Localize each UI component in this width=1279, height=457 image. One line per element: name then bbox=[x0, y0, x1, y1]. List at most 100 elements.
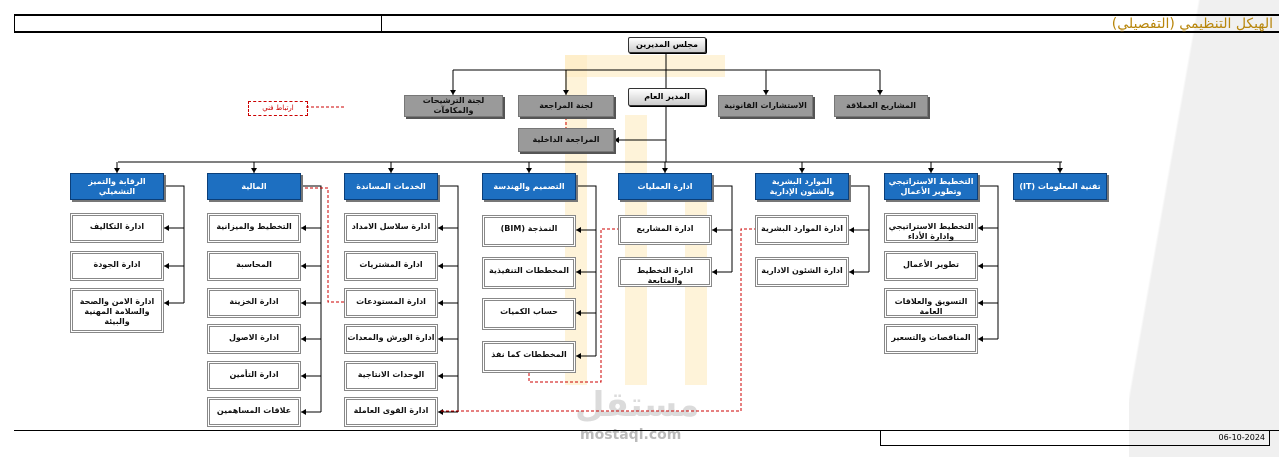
arrow-head bbox=[301, 225, 306, 231]
arrow-head bbox=[388, 168, 394, 173]
department-box[interactable]: التخطيط الاستراتيجي وتطوير الأعمال bbox=[884, 173, 978, 200]
department-box[interactable]: التصميم والهندسة bbox=[482, 173, 576, 200]
arrow-head bbox=[978, 225, 983, 231]
page-title: الهيكل التنظيمي (التفصيلي) bbox=[1111, 16, 1273, 32]
footer-line bbox=[14, 430, 1279, 431]
arrow-head bbox=[438, 336, 443, 342]
sub-department-box[interactable]: ادارة الورش والمعدات bbox=[344, 324, 438, 354]
sub-department-box[interactable]: النمذجة (BIM) bbox=[482, 215, 576, 247]
connector bbox=[301, 185, 322, 412]
arrow-head bbox=[301, 409, 306, 415]
arrow-head bbox=[576, 310, 581, 316]
sub-department-box[interactable]: التخطيط الاستراتيجي وادارة الأداء bbox=[884, 213, 978, 243]
header-bar: الهيكل التنظيمي (التفصيلي) bbox=[14, 14, 1279, 33]
sub-department-box[interactable]: ادارة الموارد البشرية bbox=[755, 215, 849, 245]
dotted-link bbox=[528, 228, 618, 383]
arrow-head bbox=[301, 373, 306, 379]
arrow-head bbox=[114, 168, 120, 173]
arrow-head bbox=[164, 300, 169, 306]
arrow-head bbox=[438, 225, 443, 231]
department-box[interactable]: الرقابة والتميز التشغيلي bbox=[70, 173, 164, 200]
watermark-brand: مستقل bbox=[575, 385, 700, 425]
sub-department-box[interactable]: ادارة التكاليف bbox=[70, 213, 164, 243]
arrow-head bbox=[301, 336, 306, 342]
department-box[interactable]: الموارد البشرية والشئون الإدارية bbox=[755, 173, 849, 200]
arrow-head bbox=[450, 90, 456, 95]
arrow-head bbox=[712, 269, 717, 275]
sub-department-box[interactable]: ادارة الامن والصحة والسلامة المهنية والب… bbox=[70, 288, 164, 333]
sub-department-box[interactable]: ادارة سلاسل الامداد bbox=[344, 213, 438, 243]
arrow-head bbox=[526, 168, 532, 173]
department-box[interactable]: الخدمات المساندة bbox=[344, 173, 438, 200]
arrow-head bbox=[978, 263, 983, 269]
date-label: 06-10-2024 bbox=[880, 430, 1270, 446]
sub-department-box[interactable]: ادارة المشاريع bbox=[618, 215, 712, 245]
arrow-head bbox=[763, 90, 769, 95]
connector bbox=[849, 185, 870, 272]
sub-department-box[interactable]: ادارة القوى العاملة bbox=[344, 397, 438, 427]
ceo-box[interactable]: المدير العام bbox=[628, 88, 706, 106]
sub-department-box[interactable]: التسويق والعلاقات العامة bbox=[884, 288, 978, 318]
arrow-head bbox=[928, 168, 934, 173]
legal-consultancy[interactable]: الاستشارات القانونية bbox=[718, 95, 813, 117]
arrow-head bbox=[438, 300, 443, 306]
internal-audit[interactable]: المراجعة الداخلية bbox=[518, 128, 614, 152]
sub-department-box[interactable]: المناقصات والتسعير bbox=[884, 324, 978, 354]
nominations-committee[interactable]: لجنة الترشيحات والمكافآت bbox=[404, 95, 503, 117]
arrow-head bbox=[849, 227, 854, 233]
sub-department-box[interactable]: ادارة الشئون الادارية bbox=[755, 257, 849, 287]
arrow-head bbox=[164, 225, 169, 231]
mega-projects[interactable]: المشاريع العملاقة bbox=[834, 95, 928, 117]
sub-department-box[interactable]: حساب الكميات bbox=[482, 298, 576, 330]
technical-link-legend: ارتباط فني bbox=[248, 101, 308, 116]
arrow-head bbox=[438, 373, 443, 379]
connector bbox=[712, 185, 733, 272]
connector bbox=[576, 185, 597, 356]
arrow-head bbox=[1057, 168, 1063, 173]
watermark-url: mostaqi.com bbox=[580, 427, 682, 443]
department-box[interactable]: تقنية المعلومات (IT) bbox=[1013, 173, 1107, 200]
background-shade bbox=[1129, 0, 1279, 457]
department-box[interactable]: ادارة العمليات bbox=[618, 173, 712, 200]
arrow-head bbox=[712, 227, 717, 233]
dotted-link bbox=[300, 187, 344, 303]
arrow-head bbox=[301, 263, 306, 269]
arrow-head bbox=[251, 168, 257, 173]
arrow-head bbox=[614, 137, 619, 143]
board-box[interactable]: مجلس المديرين bbox=[628, 37, 706, 53]
sub-department-box[interactable]: المحاسبة bbox=[207, 251, 301, 281]
arrow-head bbox=[438, 263, 443, 269]
sub-department-box[interactable]: الوحدات الانتاجية bbox=[344, 361, 438, 391]
arrow-head bbox=[576, 353, 581, 359]
sub-department-box[interactable]: ادارة المستودعات bbox=[344, 288, 438, 318]
connector bbox=[978, 185, 999, 339]
arrow-head bbox=[978, 336, 983, 342]
connector bbox=[164, 185, 185, 303]
arrow-head bbox=[563, 90, 569, 95]
connector bbox=[438, 185, 459, 412]
sub-department-box[interactable]: المخططات كما نفذ bbox=[482, 341, 576, 373]
sub-department-box[interactable]: ادارة المشتريات bbox=[344, 251, 438, 281]
sub-department-box[interactable]: ادارة الاصول bbox=[207, 324, 301, 354]
department-box[interactable]: المالية bbox=[207, 173, 301, 200]
arrow-head bbox=[438, 409, 443, 415]
sub-department-box[interactable]: ادارة الخزينة bbox=[207, 288, 301, 318]
arrow-head bbox=[662, 168, 668, 173]
arrow-head bbox=[877, 90, 883, 95]
arrow-head bbox=[164, 263, 169, 269]
arrow-head bbox=[576, 227, 581, 233]
arrow-head bbox=[849, 269, 854, 275]
audit-committee[interactable]: لجنة المراجعة bbox=[518, 95, 614, 117]
dotted-link bbox=[441, 228, 755, 412]
arrow-head bbox=[576, 269, 581, 275]
sub-department-box[interactable]: ادارة الجودة bbox=[70, 251, 164, 281]
sub-department-box[interactable]: علاقات المساهمين bbox=[207, 397, 301, 427]
sub-department-box[interactable]: تطوير الأعمال bbox=[884, 251, 978, 281]
arrow-head bbox=[301, 300, 306, 306]
arrow-head bbox=[978, 300, 983, 306]
sub-department-box[interactable]: ادارة التأمين bbox=[207, 361, 301, 391]
sub-department-box[interactable]: المخططات التنفيذية bbox=[482, 257, 576, 289]
sub-department-box[interactable]: التخطيط والميزانية bbox=[207, 213, 301, 243]
sub-department-box[interactable]: ادارة التخطيط والمتابعة bbox=[618, 257, 712, 287]
